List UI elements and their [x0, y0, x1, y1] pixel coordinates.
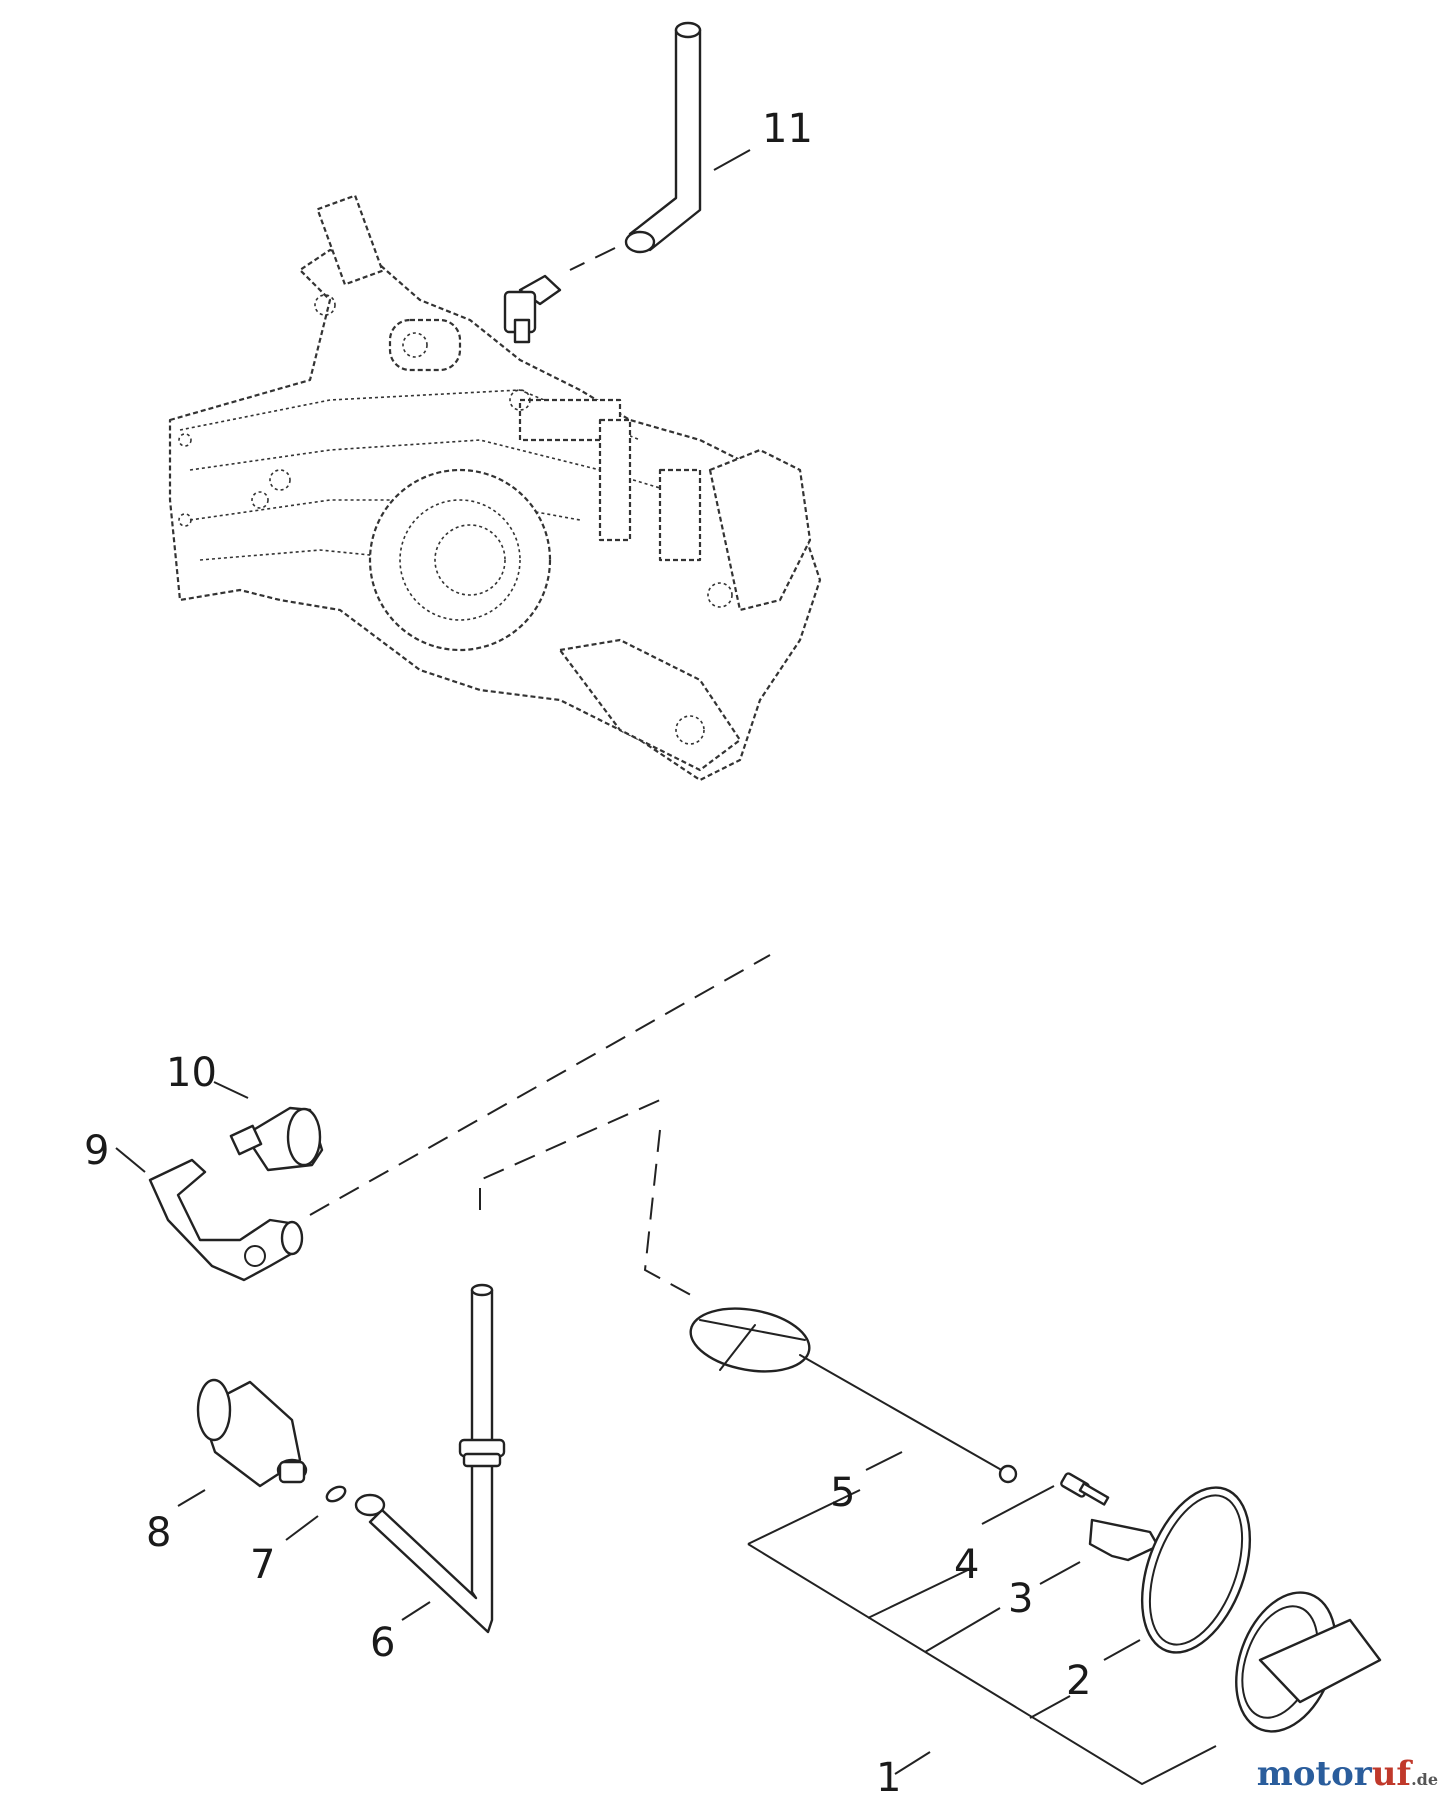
leader-8 — [177, 1489, 206, 1507]
part-9-oil-hose — [148, 1158, 304, 1282]
part-3-clip — [1088, 1518, 1160, 1562]
watermark-text-2: uf — [1371, 1754, 1412, 1794]
callout-6: 6 — [370, 1620, 395, 1666]
leader-11 — [713, 149, 751, 171]
leader-9 — [115, 1147, 146, 1173]
callout-1: 1 — [876, 1755, 901, 1800]
leader-2 — [1103, 1639, 1141, 1661]
callout-9: 9 — [84, 1128, 109, 1174]
group-bracket — [747, 1489, 1217, 1786]
part-4-screw — [1060, 1472, 1110, 1506]
leader-4 — [981, 1485, 1055, 1525]
assembly-line-a — [309, 954, 771, 1216]
part-10-strainer — [229, 1106, 324, 1172]
leader-7 — [285, 1515, 319, 1541]
part-8-filter — [196, 1378, 308, 1488]
callout-3: 3 — [1008, 1576, 1033, 1622]
callout-7: 7 — [250, 1542, 275, 1588]
leader-10 — [213, 1081, 249, 1099]
leader-5 — [865, 1451, 903, 1471]
watermark-suffix: .de — [1411, 1770, 1438, 1789]
part-1-oil-cap — [1235, 1591, 1382, 1733]
callout-8: 8 — [146, 1510, 171, 1556]
callout-11: 11 — [762, 106, 813, 152]
leader-3 — [1039, 1561, 1081, 1585]
assembly-line-b — [479, 1099, 661, 1210]
crankcase-housing — [168, 194, 822, 782]
part-5-strainer-ring — [689, 1307, 1018, 1484]
part-2-seal — [1140, 1486, 1252, 1654]
callout-5: 5 — [830, 1470, 855, 1516]
part-6-pickup-pipe — [354, 1283, 506, 1634]
callout-4: 4 — [954, 1542, 979, 1588]
watermark-text-1: motor — [1256, 1754, 1372, 1794]
part-11-hose — [503, 21, 702, 344]
assembly-line-c — [643, 1129, 701, 1301]
callout-10: 10 — [166, 1050, 217, 1096]
leader-6 — [401, 1601, 431, 1621]
part-7-o-ring — [325, 1485, 347, 1503]
callout-2: 2 — [1066, 1658, 1091, 1704]
watermark-logo: motoruf.de — [1257, 1754, 1438, 1794]
